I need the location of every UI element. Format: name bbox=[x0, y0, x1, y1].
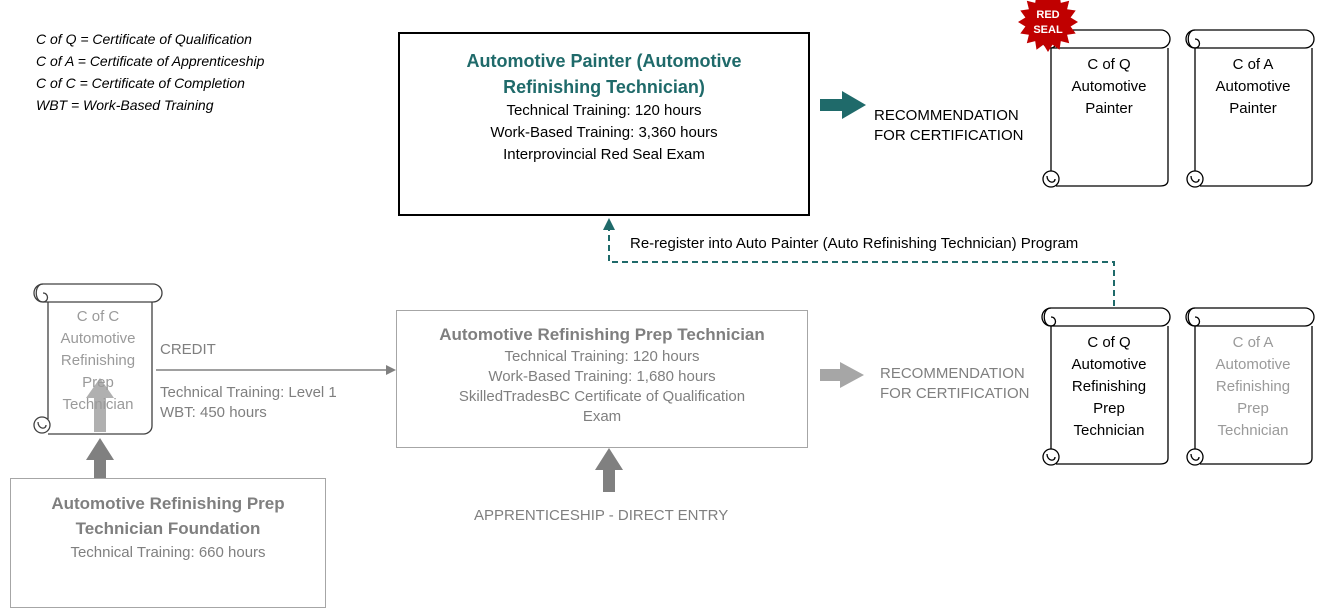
painter-title-line1: Automotive Painter (Automotive bbox=[466, 51, 742, 71]
painter-cof-q-text: C of Q Automotive Painter bbox=[1052, 54, 1166, 120]
prep-title: Automotive Refinishing Prep Technician bbox=[439, 325, 765, 344]
reregister-arrowhead bbox=[603, 218, 615, 230]
cert-line: Technician bbox=[1073, 422, 1145, 439]
credit-arrow bbox=[156, 365, 396, 375]
legend: C of Q = Certificate of Qualification C … bbox=[36, 28, 264, 116]
scroll-painter-cof-a bbox=[1185, 29, 1315, 188]
cert-line: Technician bbox=[62, 396, 134, 413]
cert-line: Technician bbox=[1217, 422, 1289, 439]
arrow-to-painter-recommendation bbox=[820, 91, 866, 119]
legend-item: C of Q = Certificate of Qualification bbox=[36, 31, 252, 47]
legend-item: C of C = Certificate of Completion bbox=[36, 75, 245, 91]
foundation-title-line1: Automotive Refinishing Prep bbox=[51, 494, 285, 513]
prep-program-box: Automotive Refinishing Prep Technician T… bbox=[396, 310, 808, 448]
legend-item: WBT = Work-Based Training bbox=[36, 97, 214, 113]
cert-line: Refinishing bbox=[1071, 378, 1147, 395]
prep-recommendation-label: RECOMMENDATION FOR CERTIFICATION bbox=[880, 364, 1029, 404]
painter-exam: Interprovincial Red Seal Exam bbox=[503, 146, 705, 163]
legend-item: C of A = Certificate of Apprenticeship bbox=[36, 53, 265, 69]
cert-line: Automotive bbox=[1215, 78, 1291, 95]
credit-wbt: WBT: 450 hours bbox=[160, 404, 267, 421]
scroll-prep-cof-a bbox=[1185, 307, 1315, 466]
arrow-direct-entry-up bbox=[595, 448, 623, 492]
cert-line: C of A bbox=[1232, 334, 1274, 351]
prep-technical-training: Technical Training: 120 hours bbox=[504, 348, 700, 365]
painter-work-based-training: Work-Based Training: 3,360 hours bbox=[490, 124, 718, 141]
credit-details: Technical Training: Level 1 WBT: 450 hou… bbox=[160, 383, 337, 423]
prep-cof-a-text: C of A Automotive Refinishing Prep Techn… bbox=[1196, 332, 1310, 442]
prep-cof-c-text: C of C Automotive Refinishing Prep Techn… bbox=[40, 306, 156, 416]
foundation-title-line2: Technician Foundation bbox=[75, 519, 261, 538]
scroll-painter-cof-q bbox=[1041, 29, 1171, 188]
painter-recommendation-line1: RECOMMENDATION bbox=[874, 107, 1019, 124]
prep-exam-line1: SkilledTradesBC Certificate of Qualifica… bbox=[458, 388, 746, 405]
painter-technical-training: Technical Training: 120 hours bbox=[506, 102, 702, 119]
cert-line: Prep bbox=[82, 374, 114, 391]
direct-entry-label: APPRENTICESHIP - DIRECT ENTRY bbox=[474, 507, 729, 524]
credit-title: CREDIT bbox=[160, 341, 216, 358]
cert-line: Painter bbox=[1085, 100, 1133, 117]
painter-cof-a-text: C of A Automotive Painter bbox=[1196, 54, 1310, 120]
cert-line: Refinishing bbox=[1215, 378, 1291, 395]
arrow-inside-cof-c bbox=[86, 378, 114, 432]
arrow-foundation-up bbox=[86, 438, 114, 478]
cert-line: C of Q bbox=[1087, 56, 1131, 73]
cert-line: Automotive bbox=[1071, 78, 1147, 95]
arrow-to-prep-recommendation bbox=[820, 362, 864, 388]
diagram-graphics: RED SEAL bbox=[33, 0, 1315, 492]
prep-work-based-training: Work-Based Training: 1,680 hours bbox=[488, 368, 716, 385]
scroll-prep-cof-c bbox=[33, 283, 163, 435]
foundation-program-box: Automotive Refinishing Prep Technician F… bbox=[10, 478, 326, 608]
foundation-technical-training: Technical Training: 660 hours bbox=[70, 544, 266, 561]
credit-technical-training: Technical Training: Level 1 bbox=[160, 384, 337, 401]
cert-line: Automotive bbox=[1215, 356, 1291, 373]
cert-line: Automotive bbox=[60, 330, 136, 347]
seal-line1: RED bbox=[1036, 9, 1059, 21]
prep-exam-line2: Exam bbox=[582, 408, 622, 425]
reregister-label: Re-register into Auto Painter (Auto Refi… bbox=[630, 235, 1079, 252]
reregister-connector bbox=[608, 228, 1115, 306]
cert-line: C of Q bbox=[1087, 334, 1131, 351]
red-seal-badge: RED SEAL bbox=[1018, 0, 1078, 52]
painter-recommendation-line2: FOR CERTIFICATION bbox=[874, 127, 1024, 144]
cert-line: Refinishing bbox=[60, 352, 136, 369]
cert-line: Automotive bbox=[1071, 356, 1147, 373]
painter-recommendation-label: RECOMMENDATION FOR CERTIFICATION bbox=[874, 106, 1023, 146]
cert-line: C of A bbox=[1232, 56, 1274, 73]
prep-recommendation-line1: RECOMMENDATION bbox=[880, 365, 1025, 382]
cert-line: Painter bbox=[1229, 100, 1277, 117]
painter-program-box: Automotive Painter (Automotive Refinishi… bbox=[398, 32, 810, 216]
painter-title-line2: Refinishing Technician) bbox=[503, 77, 705, 97]
cert-line: C of C bbox=[76, 308, 120, 325]
prep-recommendation-line2: FOR CERTIFICATION bbox=[880, 385, 1030, 402]
seal-line2: SEAL bbox=[1033, 24, 1063, 36]
cert-line: Prep bbox=[1237, 400, 1269, 417]
scroll-prep-cof-q bbox=[1041, 307, 1171, 466]
prep-cof-q-text: C of Q Automotive Refinishing Prep Techn… bbox=[1052, 332, 1166, 442]
cert-line: Prep bbox=[1093, 400, 1125, 417]
